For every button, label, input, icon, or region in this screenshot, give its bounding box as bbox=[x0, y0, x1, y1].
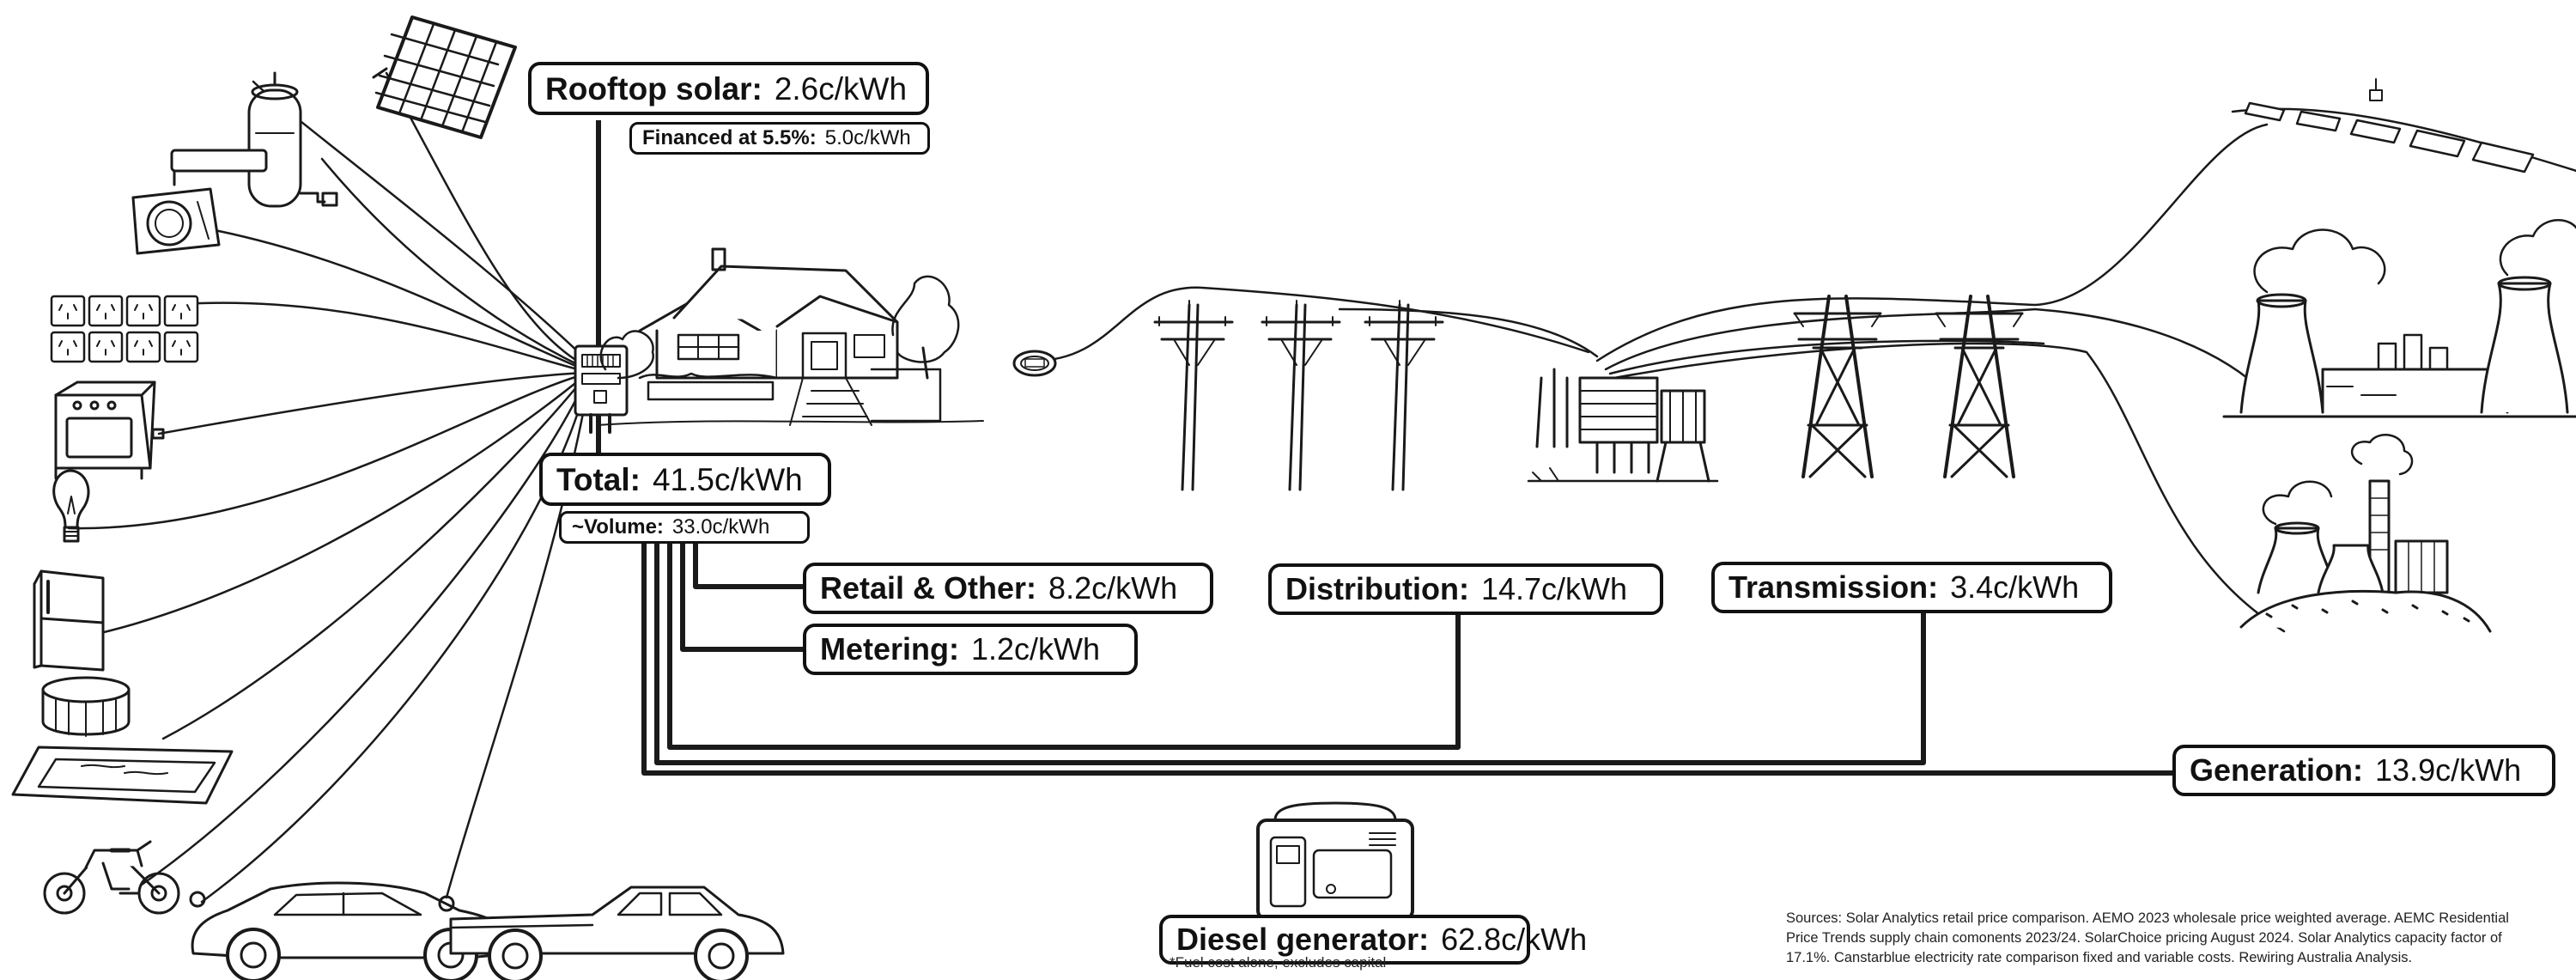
sources-line-2: Price Trends supply chain comonents 2023… bbox=[1786, 930, 2502, 946]
metering-label-text: Metering: bbox=[820, 631, 959, 667]
transmission-tower-icon bbox=[1793, 295, 2024, 478]
electric-ute-icon bbox=[438, 886, 785, 980]
electric-motorbike-icon bbox=[43, 840, 180, 915]
electric-stove-icon bbox=[54, 380, 165, 480]
volume-value: 33.0c/kWh bbox=[671, 515, 770, 539]
metering-value: 1.2c/kWh bbox=[971, 631, 1101, 667]
solar-panel-icon bbox=[372, 15, 517, 139]
power-pole-icon bbox=[1153, 300, 1444, 491]
spa-icon bbox=[41, 676, 131, 737]
rooftop-solar-label: Rooftop solar: 2.6c/kWh bbox=[528, 62, 929, 115]
generation-label-text: Generation: bbox=[2190, 752, 2364, 788]
switchboard-icon bbox=[574, 344, 629, 434]
retail-label-text: Retail & Other: bbox=[820, 570, 1037, 606]
sources-line-3: 17.1%. Canstarblue electricity rate comp… bbox=[1786, 950, 2413, 965]
total-value: 41.5c/kWh bbox=[652, 461, 803, 497]
substation-icon bbox=[1527, 368, 1719, 483]
diesel-generator-label: Diesel generator: 62.8c/kWh bbox=[1159, 915, 1587, 965]
distribution-label-text: Distribution: bbox=[1285, 571, 1469, 606]
diesel-generator-label-text: Diesel generator: bbox=[1176, 922, 1430, 957]
metering-label: Metering: 1.2c/kWh bbox=[803, 624, 1138, 675]
sources-note: Sources: Solar Analytics retail price co… bbox=[1786, 909, 2559, 968]
electric-suv-icon bbox=[189, 881, 517, 980]
house-icon bbox=[596, 247, 984, 426]
rooftop-solar-label-text: Rooftop solar: bbox=[545, 70, 762, 107]
coal-plant-icon bbox=[2239, 434, 2492, 633]
diesel-footnote: *Fuel cost alone, excludes capital bbox=[1170, 954, 1387, 971]
rooftop-solar-value: 2.6c/kWh bbox=[774, 70, 908, 107]
transmission-value: 3.4c/kWh bbox=[1950, 569, 2080, 605]
retail-label: Retail & Other: 8.2c/kWh bbox=[803, 563, 1213, 614]
transmission-label-text: Transmission: bbox=[1728, 569, 1939, 605]
cost-connectors bbox=[596, 120, 2179, 776]
fridge-icon bbox=[33, 569, 105, 672]
total-label-text: Total: bbox=[556, 461, 641, 497]
distribution-label: Distribution: 14.7c/kWh bbox=[1268, 563, 1663, 615]
total-label: Total: 41.5c/kWh bbox=[539, 453, 831, 506]
volume-label: ~Volume: 33.0c/kWh bbox=[559, 511, 810, 544]
air-conditioner-icon bbox=[131, 149, 268, 255]
power-outlets-icon bbox=[50, 295, 199, 363]
volume-label-text: ~Volume: bbox=[572, 515, 664, 539]
grid-wires bbox=[1033, 123, 2286, 633]
pool-icon bbox=[11, 746, 234, 805]
hot-water-heat-pump-icon bbox=[247, 71, 338, 208]
diesel-generator-value: 62.8c/kWh bbox=[1441, 922, 1588, 957]
sources-line-1: Sources: Solar Analytics retail price co… bbox=[1786, 910, 2509, 926]
diesel-generator-icon bbox=[1256, 801, 1414, 931]
financed-label-text: Financed at 5.5%: bbox=[642, 126, 817, 149]
financed-label: Financed at 5.5%: 5.0c/kWh bbox=[629, 122, 930, 155]
light-bulb-icon bbox=[52, 469, 90, 543]
generation-value: 13.9c/kWh bbox=[2375, 752, 2522, 788]
financed-value: 5.0c/kWh bbox=[824, 126, 911, 149]
power-station-icon bbox=[2222, 219, 2576, 418]
distribution-value: 14.7c/kWh bbox=[1480, 571, 1628, 606]
transmission-label: Transmission: 3.4c/kWh bbox=[1711, 562, 2112, 613]
generation-label: Generation: 13.9c/kWh bbox=[2172, 745, 2555, 796]
retail-value: 8.2c/kWh bbox=[1048, 570, 1178, 606]
solar-farm-icon bbox=[2231, 78, 2576, 173]
smart-meter-icon bbox=[1012, 350, 1057, 377]
